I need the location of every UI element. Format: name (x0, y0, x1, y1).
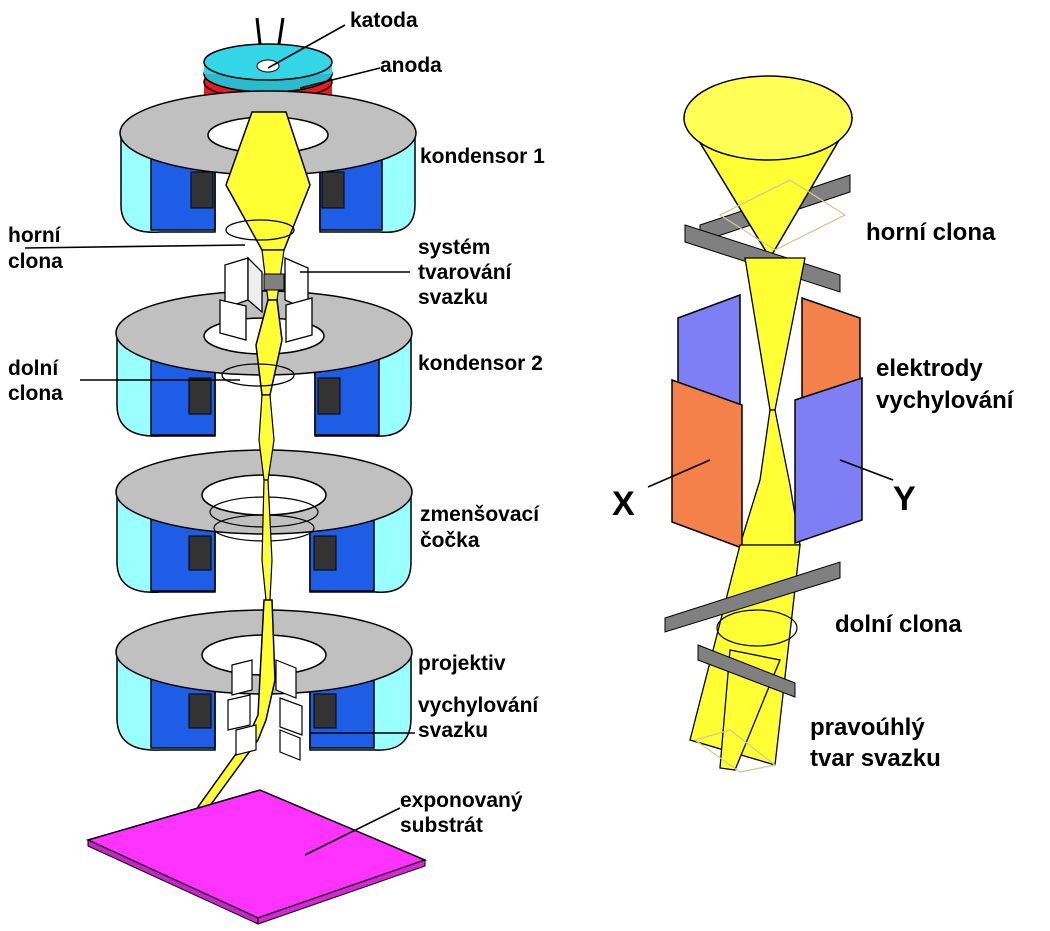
label-vychylovani-line1: vychylování (418, 694, 539, 717)
deflection-electrode-x-orange (672, 380, 742, 548)
deflection-electrode-y-blue (795, 378, 862, 543)
label-horni-clona-line2: clona (8, 250, 63, 273)
label-dolni-clona-line2: clona (8, 382, 63, 405)
label-pravouhly-line1: pravoúhlý (810, 714, 925, 741)
label-horni-clona-line1: horní (8, 224, 62, 247)
label-horni-clona-right: horní clona (866, 219, 996, 246)
label-x-electrode: X (612, 485, 635, 523)
label-anoda: anoda (380, 54, 442, 77)
label-system-line3: svazku (418, 286, 488, 309)
label-y-electrode: Y (893, 480, 916, 518)
label-dolni-clona-right: dolní clona (835, 611, 962, 638)
label-elektrody-line1: elektrody (876, 355, 983, 382)
label-projektiv: projektiv (418, 652, 506, 675)
label-system-line1: systém (418, 236, 490, 259)
label-system-line2: tvarování (418, 261, 513, 284)
label-zmensovaci-line1: zmenšovací (420, 503, 540, 526)
label-pravouhly-line2: tvar svazku (810, 745, 941, 772)
label-substrat-line2: substrát (400, 814, 483, 837)
exposed-substrate (88, 790, 425, 924)
label-dolni-clona-line1: dolní (8, 357, 59, 380)
label-elektrody-line2: vychylování (876, 387, 1015, 414)
label-kondensor-1: kondensor 1 (420, 145, 545, 168)
label-zmensovaci-line2: čočka (420, 529, 480, 552)
label-kondensor-2: kondensor 2 (418, 352, 543, 375)
label-vychylovani-line2: svazku (418, 719, 488, 742)
label-katoda: katoda (350, 9, 418, 32)
label-substrat-line1: exponovaný (400, 789, 523, 812)
